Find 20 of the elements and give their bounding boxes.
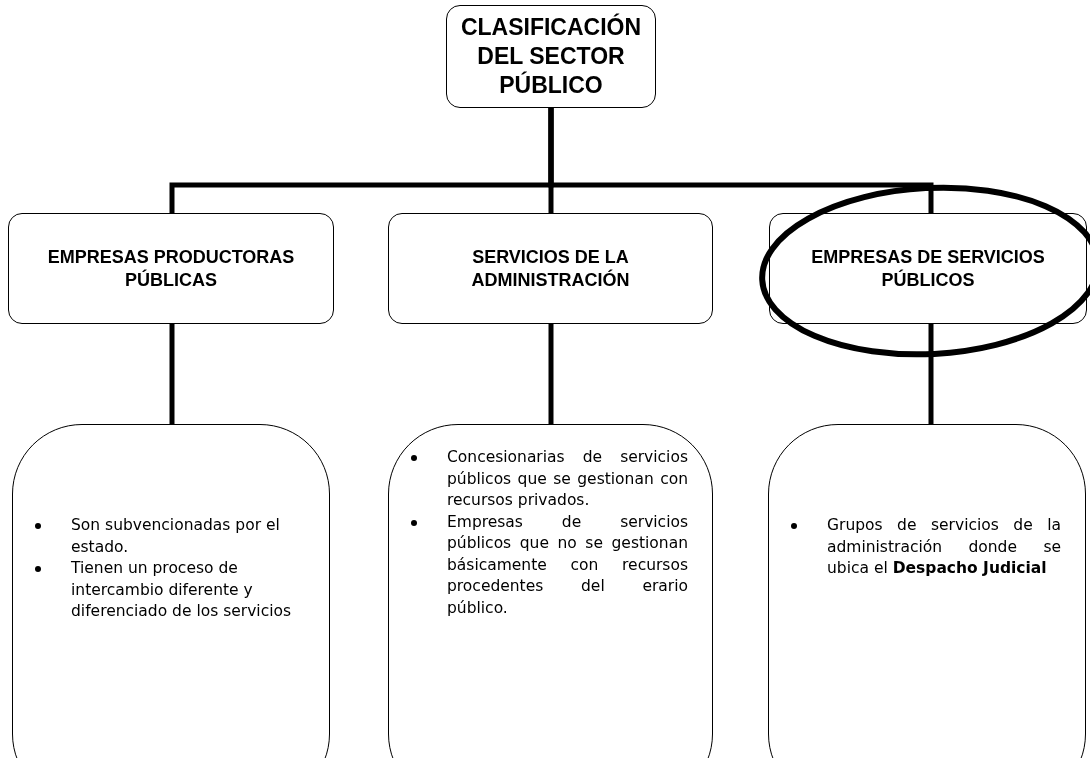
description-box bbox=[388, 424, 713, 758]
box-label: SERVICIOS DE LA ADMINISTRACIÓN bbox=[470, 246, 631, 291]
category-box bbox=[769, 213, 1087, 324]
box-label: CLASIFICACIÓN DEL SECTOR PÚBLICO bbox=[459, 13, 643, 100]
bullet-text: Son subvencionadas por el estado. bbox=[71, 515, 281, 558]
box-label: EMPRESAS PRODUCTORAS PÚBLICAS bbox=[46, 246, 296, 291]
category-box bbox=[8, 213, 334, 324]
connector-line bbox=[548, 108, 934, 213]
description-box bbox=[12, 424, 330, 758]
title-box bbox=[446, 5, 656, 108]
bullet-text: Empresas de servicios públicos que no se gestionan básicamente con recursos procedentes del erario público. bbox=[447, 511, 688, 619]
description-box bbox=[768, 424, 1086, 758]
bullet-text: Grupos de servicios de la administración donde se ubica el Despacho Judicial bbox=[827, 515, 1061, 579]
connector-line bbox=[548, 324, 554, 424]
bullet-text: Tienen un proceso de intercambio diferente y diferenciado de los servicios bbox=[71, 558, 293, 622]
connector-line bbox=[928, 324, 934, 424]
bullet-text: Concesionarias de servicios públicos que se gestionan con recursos privados. bbox=[447, 447, 688, 511]
category-box bbox=[388, 213, 713, 324]
box-label: EMPRESAS DE SERVICIOS PÚBLICOS bbox=[810, 246, 1046, 291]
connector-line bbox=[169, 324, 175, 424]
